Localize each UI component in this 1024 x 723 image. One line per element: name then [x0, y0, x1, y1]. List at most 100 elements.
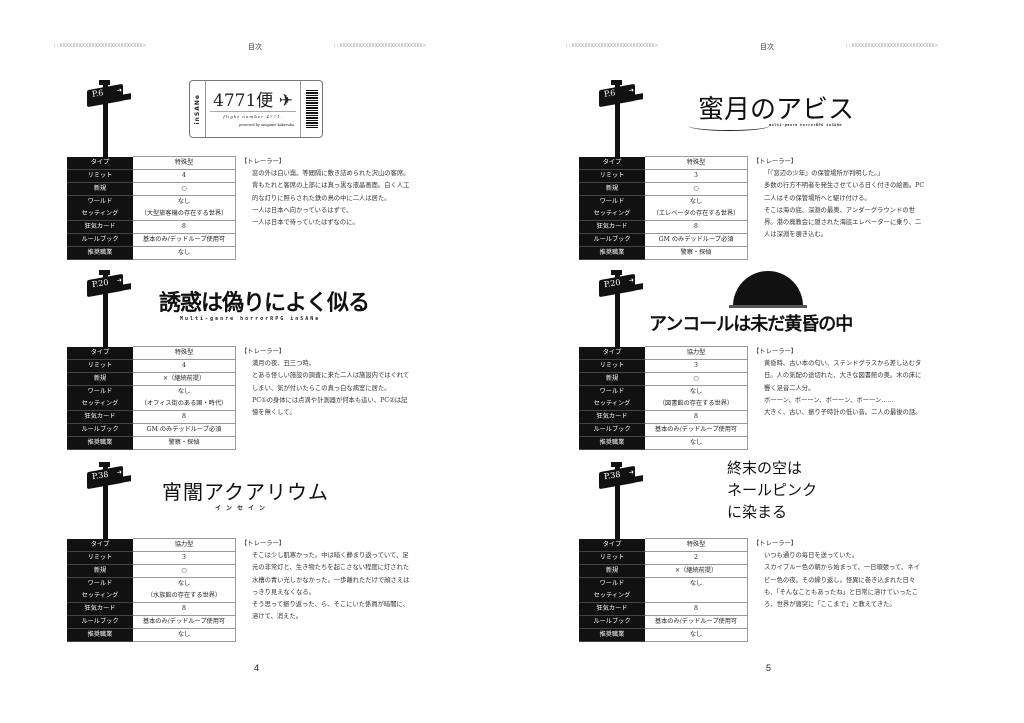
value-madness: 8 [645, 602, 748, 616]
value-new: ○ [645, 372, 748, 386]
trailer-line: 多数の行方不明者を発生させている日く付きの絵画。PC [764, 182, 925, 190]
signpost-icon: P.38 ➜ [85, 459, 135, 543]
label-limit: リミット [579, 551, 645, 565]
header-decoration: ::XXXXXXXXXXXXXXXXXXXXXXXXXX> [565, 43, 659, 49]
page-number: 5 [766, 663, 772, 673]
logo-title: 4771便 [213, 90, 274, 111]
value-world: なし [133, 195, 236, 208]
label-madness: 狂気カード [579, 410, 645, 424]
label-world: ワールド [67, 385, 133, 398]
trailer-line: とある怪しい施設の調査に来た二人は施設内ではぐれて [252, 372, 410, 380]
barcode-icon [300, 81, 322, 137]
trailer-text: 【トレーラー】 窓の外は白い靄。等間隔に敷き詰められた沢山の客席。 背もたれと客… [241, 156, 451, 229]
trailer-line: 人は深淵を覗き込む。 [764, 231, 827, 239]
trailer-heading: 【トレーラー】 [241, 158, 286, 165]
trailer-line: 一人は日本へ向かっているはずで、 [252, 206, 353, 214]
label-madness: 狂気カード [579, 602, 645, 616]
logo-swoosh [689, 121, 769, 131]
trailer-line: 元の非常灯と、生き物たちを起こさない程度に灯された [252, 564, 410, 572]
trailer-line: 二人はその保管場所へと駆け付ける。 [764, 194, 871, 202]
signpost-icon: P.20 ➜ [597, 267, 647, 351]
header-decoration: ::XXXXXXXXXXXXXXXXXXXXXXXXXX> [333, 43, 427, 49]
trailer-line: スカイブルー色の朝から始まって、一日頑張って、ネイ [764, 564, 920, 572]
logo-subtitle: multi-genre horrorRPG inSANe [769, 123, 843, 127]
value-setting: （水族館の存在する世界） [133, 590, 236, 603]
value-rulebook: 基本のみ/デッドループ使用可 [133, 615, 236, 629]
value-limit: 3 [645, 169, 748, 183]
label-madness: 狂気カード [579, 220, 645, 234]
sunset-base [729, 305, 807, 308]
trailer-line: 大きく、古い、振り子時計の低い音。二人の最後の話。 [764, 409, 922, 417]
label-setting: セッティング [579, 208, 645, 221]
label-type: タイプ [579, 156, 645, 170]
label-job: 推奨職業 [579, 436, 645, 450]
label-setting: セッティング [579, 398, 645, 411]
label-new: 新規 [579, 564, 645, 578]
trailer-line: 黄昏時、古い本の匂い、ステンドグラスから差し込むタ [764, 360, 922, 368]
trailer-heading: 【トレーラー】 [753, 158, 798, 165]
logo-subtitle: flight number 4771. [223, 113, 283, 119]
value-job: なし [133, 246, 236, 260]
value-job: なし [645, 436, 748, 450]
value-rulebook: 基本のみ/デッドループ使用可 [645, 615, 748, 629]
value-rulebook: 基本のみ/デッドループ使用可 [133, 233, 236, 247]
value-type: 協力型 [133, 538, 236, 552]
trailer-text: 【トレーラー】 満月の夜、丑三つ時。 とある怪しい施設の調査に来た二人は施設内で… [241, 346, 451, 419]
value-world: なし [133, 577, 236, 590]
scenario-entry: P.6 ➜ inSANe 4771便 ✈ flight number 4771.… [67, 77, 467, 267]
value-rulebook: GM のみデッドループ必須 [645, 233, 748, 247]
trailer-heading: 【トレーラー】 [241, 348, 286, 355]
value-type: 特殊型 [645, 538, 748, 552]
label-setting: セッティング [67, 208, 133, 221]
value-limit: 3 [133, 551, 236, 565]
value-job: 警察・探偵 [133, 436, 236, 450]
trailer-text: 【トレーラー】 「『窓辺の少年』の保管場所が判明した。」 多数の行方不明者を発生… [753, 156, 963, 241]
value-world: なし [133, 385, 236, 398]
label-type: タイプ [67, 156, 133, 170]
label-rulebook: ルールブック [67, 615, 133, 629]
page-ref-label: P.6 [603, 88, 616, 99]
label-job: 推奨職業 [67, 436, 133, 450]
label-world: ワールド [579, 195, 645, 208]
label-limit: リミット [579, 169, 645, 183]
value-madness: 8 [133, 220, 236, 234]
value-setting: （エレベータの存在する世界） [645, 208, 748, 221]
value-limit: 2 [645, 551, 748, 565]
label-type: タイプ [67, 538, 133, 552]
logo-title-line3: に染まる [727, 503, 788, 521]
value-world: なし [645, 195, 748, 208]
label-type: タイプ [579, 538, 645, 552]
value-type: 特殊型 [645, 156, 748, 170]
scenario-entry: P.20 ➜ 誘惑は偽りによく似る Multi-genre horrorRPG … [67, 267, 467, 457]
value-new: ×（継続前提） [133, 372, 236, 386]
trailer-text: 【トレーラー】 黄昏時、古い本の匂い、ステンドグラスから差し込むタ 日。人の気配… [753, 346, 963, 419]
value-world: なし [645, 385, 748, 398]
value-type: 協力型 [645, 346, 748, 360]
trailer-heading: 【トレーラー】 [241, 540, 286, 547]
value-job: なし [645, 628, 748, 642]
trailer-line: 界。港の廃教会に隠された海底エレベーターに乗り、二 [764, 219, 922, 227]
scenario-entry: P.6 ➜ 蜜月のアビス multi-genre horrorRPG inSAN… [579, 77, 979, 267]
label-limit: リミット [67, 169, 133, 183]
label-new: 新規 [67, 372, 133, 386]
label-new: 新規 [67, 182, 133, 196]
trailer-heading: 【トレーラー】 [753, 348, 798, 355]
signpost-icon: P.20 ➜ [85, 267, 135, 351]
label-world: ワールド [579, 577, 645, 590]
trailer-line: 日。人の気配の途切れた、大きな図書館の奥。木の床に [764, 372, 922, 380]
header-title: 目次 [248, 43, 262, 51]
label-world: ワールド [67, 577, 133, 590]
value-limit: 3 [645, 359, 748, 373]
header-decoration: ::XXXXXXXXXXXXXXXXXXXXXXXXXX> [845, 43, 939, 49]
trailer-line: そこは海の底、深淵の最奥、アンダーグラウンドの世 [764, 206, 915, 214]
label-job: 推奨職業 [579, 246, 645, 260]
value-setting: （図書館の存在する世界） [645, 398, 748, 411]
logo-title-line1: 終末の空は [727, 459, 803, 477]
value-setting: （オフィス街のある国・時代） [133, 398, 236, 411]
